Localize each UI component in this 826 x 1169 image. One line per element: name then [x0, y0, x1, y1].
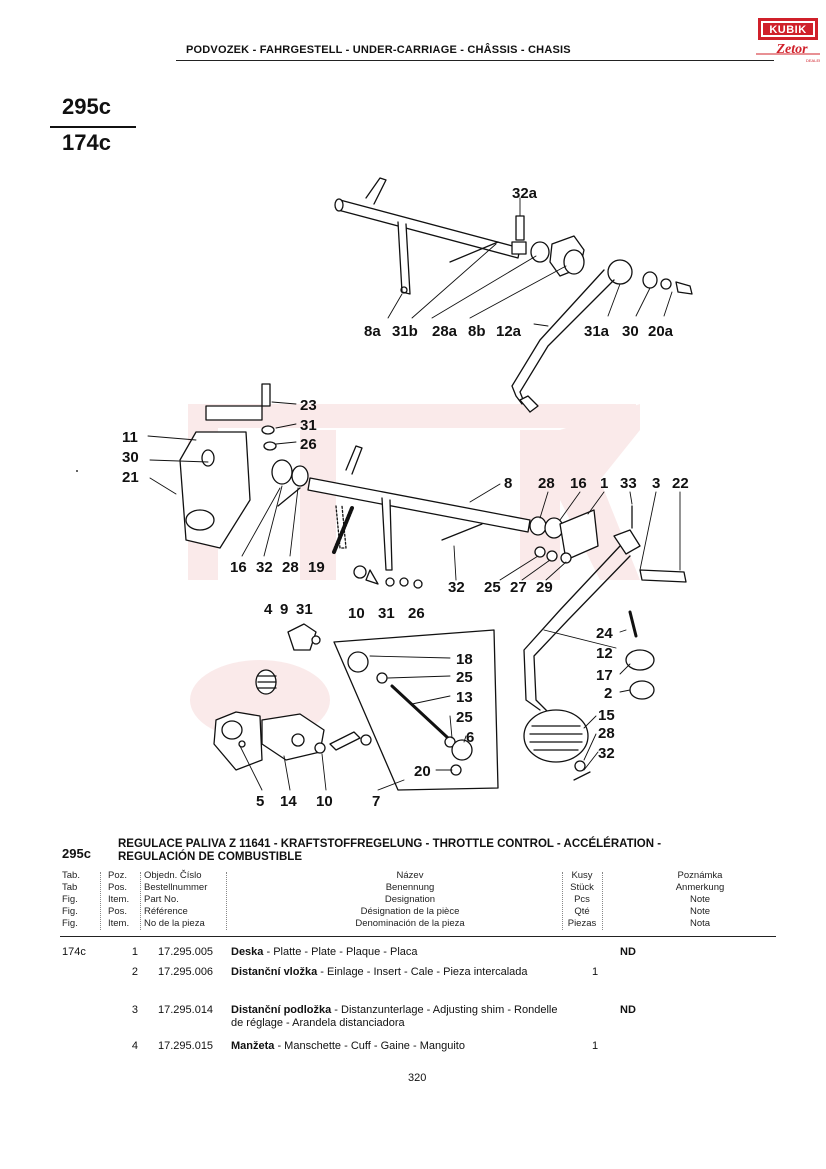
lower-pedal-assembly	[213, 506, 655, 791]
callout-12: 12	[596, 645, 613, 662]
callout-31: 31	[300, 417, 317, 434]
table-header-rule	[60, 936, 776, 937]
logo-top-text: KUBIK	[769, 24, 806, 36]
callout-14: 14	[280, 793, 297, 810]
header-rule	[176, 60, 774, 61]
callout-10: 10	[348, 605, 365, 622]
callout-2: 2	[604, 685, 612, 702]
page-number: 320	[408, 1072, 427, 1084]
callout-10: 10	[316, 793, 333, 810]
callout-28: 28	[282, 559, 299, 576]
callout-31b: 31b	[392, 323, 418, 340]
callout-32a: 32a	[512, 185, 538, 202]
callout-31: 31	[378, 605, 395, 622]
callout-15: 15	[598, 707, 615, 724]
leader-lines	[147, 197, 681, 791]
kubik-zetor-logo: KUBIK Zetor DEALER	[756, 18, 820, 63]
callout-25: 25	[456, 709, 473, 726]
figure-code-top: 295c	[62, 94, 111, 119]
callout-28: 28	[538, 475, 555, 492]
logo-bottom-text: Zetor	[775, 42, 808, 57]
table-title: REGULACE PALIVA Z 11641 - KRAFTSTOFFREGE…	[118, 838, 758, 864]
callout-13: 13	[456, 689, 473, 706]
table-title-line-1: REGULACE PALIVA Z 11641 - KRAFTSTOFFREGE…	[118, 838, 662, 850]
callout-31a: 31a	[584, 323, 610, 340]
callout-25: 25	[456, 669, 473, 686]
callout-26: 26	[408, 605, 425, 622]
callout-30: 30	[622, 323, 639, 340]
callout-27: 27	[510, 579, 527, 596]
callout-23: 23	[300, 397, 317, 414]
callout-20a: 20a	[648, 323, 674, 340]
callout-18: 18	[456, 651, 473, 668]
callout-8: 8	[504, 475, 512, 492]
callout-33: 33	[620, 475, 637, 492]
callout-11: 11	[122, 429, 138, 446]
callout-1: 1	[600, 475, 608, 492]
callout-12a: 12a	[496, 323, 522, 340]
callout-21: 21	[122, 469, 139, 486]
upper-shaft-assembly	[334, 177, 693, 413]
callout-6: 6	[466, 729, 474, 746]
section-header: PODVOZEK - FAHRGESTELL - UNDER-CARRIAGE …	[186, 44, 571, 56]
callout-3: 3	[652, 475, 660, 492]
callout-19: 19	[308, 559, 325, 576]
callout-16: 16	[570, 475, 587, 492]
svg-text:DEALER: DEALER	[806, 58, 820, 63]
figure-code-divider	[50, 126, 136, 128]
callout-16: 16	[230, 559, 247, 576]
exploded-parts-diagram: 32a 8a 31b 28a 8b 12a 31a 30 20a 23 31 2…	[122, 177, 693, 810]
callout-31: 31	[296, 601, 313, 618]
scan-speck	[76, 470, 78, 472]
callout-30: 30	[122, 449, 139, 466]
figure-code-bottom: 174c	[62, 130, 111, 155]
callout-17: 17	[596, 667, 613, 684]
callout-5: 5	[256, 793, 264, 810]
callout-28a: 28a	[432, 323, 458, 340]
callout-8b: 8b	[468, 323, 486, 340]
callout-32: 32	[256, 559, 273, 576]
callout-4: 4	[264, 601, 273, 618]
callout-28: 28	[598, 725, 615, 742]
table-title-line-2: REGULACIÓN DE COMBUSTIBLE	[118, 851, 302, 863]
middle-shaft-assembly	[179, 383, 687, 713]
table-figure-code: 295c	[62, 846, 91, 861]
callout-26: 26	[300, 436, 317, 453]
callout-22: 22	[672, 475, 689, 492]
callout-9: 9	[280, 601, 288, 618]
callout-32: 32	[598, 745, 615, 762]
callout-29: 29	[536, 579, 553, 596]
callout-32: 32	[448, 579, 465, 596]
callout-24: 24	[596, 625, 613, 642]
callout-7: 7	[372, 793, 380, 810]
callout-25: 25	[484, 579, 501, 596]
callout-8a: 8a	[364, 323, 381, 340]
callout-labels: 32a 8a 31b 28a 8b 12a 31a 30 20a 23 31 2…	[122, 185, 689, 810]
callout-20: 20	[414, 763, 431, 780]
header-pos: Poz.Pos.Item.Pos.Item.	[108, 870, 130, 929]
